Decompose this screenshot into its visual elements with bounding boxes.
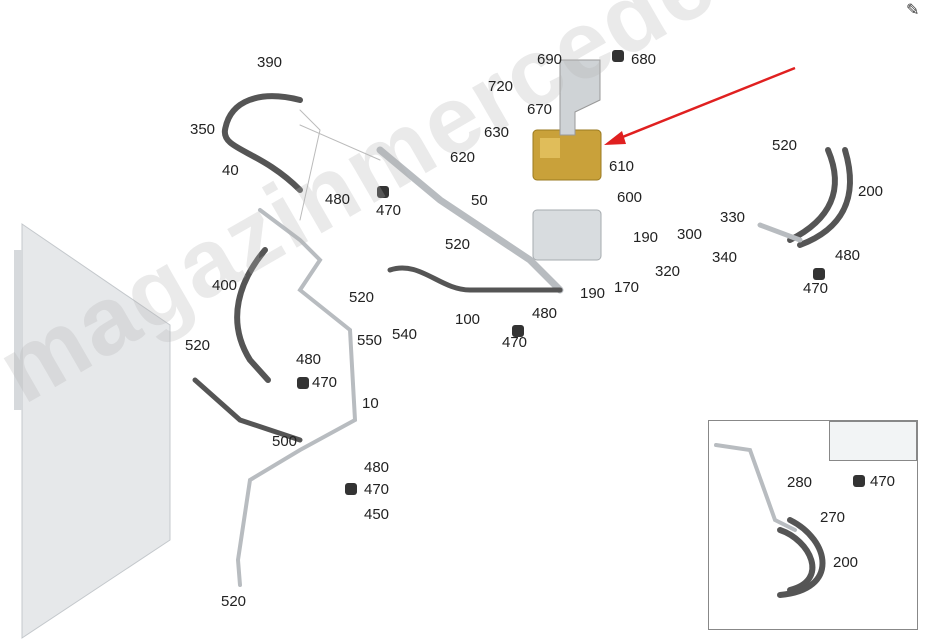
part-label[interactable]: 480: [364, 459, 390, 476]
part-label[interactable]: 190: [580, 285, 606, 302]
part-label[interactable]: 480: [296, 351, 322, 368]
part-label[interactable]: 400: [212, 277, 238, 294]
part-label[interactable]: 320: [655, 263, 681, 280]
part-label[interactable]: 610: [609, 158, 635, 175]
valve-block: [532, 209, 602, 261]
part-label[interactable]: 190: [633, 229, 659, 246]
inset-hose: [714, 443, 826, 598]
part-label[interactable]: 40: [222, 162, 239, 179]
inset-part-label[interactable]: 200: [833, 554, 859, 571]
condenser: [14, 223, 171, 639]
expansion-valve-highlighted: [532, 129, 602, 181]
part-label[interactable]: 520: [349, 289, 375, 306]
highlight-arrow: [604, 66, 796, 145]
part-label[interactable]: 470: [803, 280, 829, 297]
inset-part-label[interactable]: 270: [820, 509, 846, 526]
part-label[interactable]: 520: [772, 137, 798, 154]
part-label[interactable]: 330: [720, 209, 746, 226]
part-label[interactable]: 600: [617, 189, 643, 206]
part-label[interactable]: 520: [445, 236, 471, 253]
part-label[interactable]: 470: [312, 374, 338, 391]
bracket: [559, 59, 601, 136]
part-label[interactable]: 480: [835, 247, 861, 264]
part-label[interactable]: 170: [614, 279, 640, 296]
small-parts: [297, 50, 865, 495]
part-label[interactable]: 470: [502, 334, 528, 351]
part-label[interactable]: 450: [364, 506, 390, 523]
part-label[interactable]: 340: [712, 249, 738, 266]
part-label[interactable]: 470: [364, 481, 390, 498]
edit-icon[interactable]: ✎: [906, 2, 920, 19]
hoses: [192, 93, 853, 587]
part-label[interactable]: 50: [471, 192, 488, 209]
part-label[interactable]: 300: [677, 226, 703, 243]
part-label[interactable]: 200: [858, 183, 884, 200]
part-label[interactable]: 540: [392, 326, 418, 343]
part-label[interactable]: 390: [257, 54, 283, 71]
part-label[interactable]: 720: [488, 78, 514, 95]
inset-detail-box: [708, 420, 918, 630]
part-label[interactable]: 480: [532, 305, 558, 322]
inset-part-label[interactable]: 280: [787, 474, 813, 491]
inset-vehicle-thumbnail: [829, 421, 917, 461]
part-label[interactable]: 550: [357, 332, 383, 349]
part-label[interactable]: 100: [455, 311, 481, 328]
part-label[interactable]: 500: [272, 433, 298, 450]
part-label[interactable]: 680: [631, 51, 657, 68]
part-label[interactable]: 670: [527, 101, 553, 118]
part-label[interactable]: 630: [484, 124, 510, 141]
part-label[interactable]: 350: [190, 121, 216, 138]
inset-part-label[interactable]: 470: [870, 473, 896, 490]
part-label[interactable]: 520: [221, 593, 247, 610]
part-label[interactable]: 470: [376, 202, 402, 219]
part-label[interactable]: 620: [450, 149, 476, 166]
part-label[interactable]: 690: [537, 51, 563, 68]
part-label[interactable]: 520: [185, 337, 211, 354]
part-label[interactable]: 480: [325, 191, 351, 208]
part-label[interactable]: 10: [362, 395, 379, 412]
